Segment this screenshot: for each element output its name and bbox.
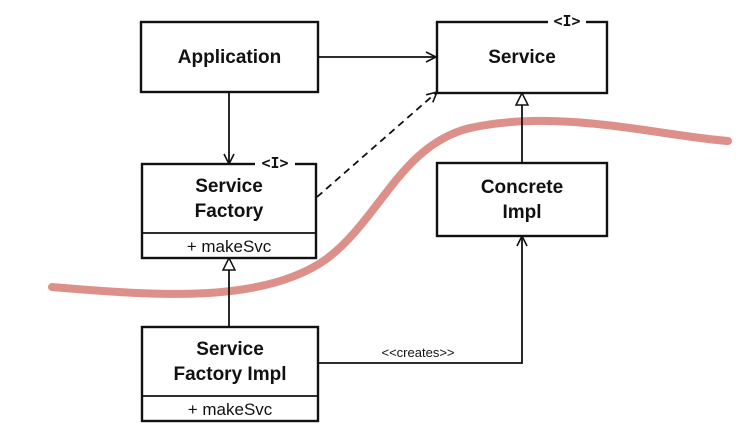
application-class-name: Application	[178, 47, 281, 68]
creates-arrow	[318, 236, 522, 364]
service-factory-impl-name-line2: Factory Impl	[174, 364, 287, 385]
service-factory-impl-name-line1: Service	[196, 339, 264, 360]
concrete-impl-name-line1: Concrete	[481, 177, 563, 198]
service-factory-member: + makeSvc	[187, 237, 272, 256]
application-class-box: Application	[139, 20, 320, 94]
service-factory-name-line2: Factory	[195, 201, 264, 222]
service-factory-name-line1: Service	[195, 176, 263, 197]
architecture-boundary-line	[48, 116, 732, 298]
creates-label: <<creates>>	[382, 345, 455, 360]
service-interface-box: <I> Service	[435, 12, 609, 95]
service-factory-impl-class-box: Service Factory Impl + makeSvc	[140, 325, 320, 423]
service-factory-impl-member: + makeSvc	[188, 400, 273, 419]
service-factory-to-service-dependency-arrow	[316, 92, 437, 198]
service-factory-stereotype: <I>	[261, 154, 288, 172]
service-interface-stereotype: <I>	[553, 12, 580, 30]
service-factory-interface-box: <I> Service Factory + makeSvc	[140, 154, 318, 260]
concrete-impl-class-box: Concrete Impl	[435, 161, 609, 238]
concrete-impl-name-line2: Impl	[502, 202, 541, 223]
service-interface-name: Service	[488, 47, 556, 68]
